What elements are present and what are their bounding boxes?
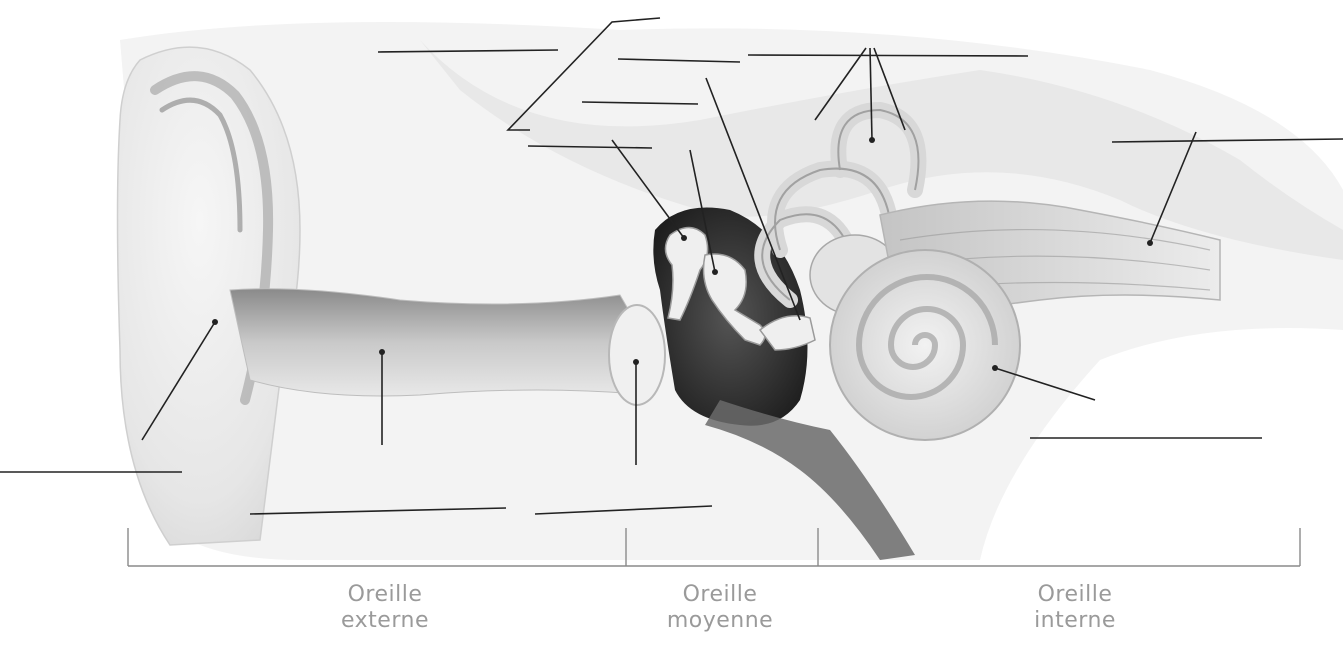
region-label-line1: Oreille	[995, 582, 1155, 608]
region-label-line2: externe	[300, 608, 470, 634]
region-label-line2: interne	[995, 608, 1155, 634]
region-label-line1: Oreille	[300, 582, 470, 608]
label-blank	[748, 55, 1028, 56]
region-label-middle-ear: Oreille moyenne	[625, 582, 815, 634]
region-label-outer-ear: Oreille externe	[300, 582, 470, 634]
region-label-inner-ear: Oreille interne	[995, 582, 1155, 634]
region-label-line1: Oreille	[625, 582, 815, 608]
eardrum	[609, 305, 665, 405]
cochlea	[830, 250, 1020, 440]
region-label-line2: moyenne	[625, 608, 815, 634]
ear-canal	[230, 289, 650, 396]
